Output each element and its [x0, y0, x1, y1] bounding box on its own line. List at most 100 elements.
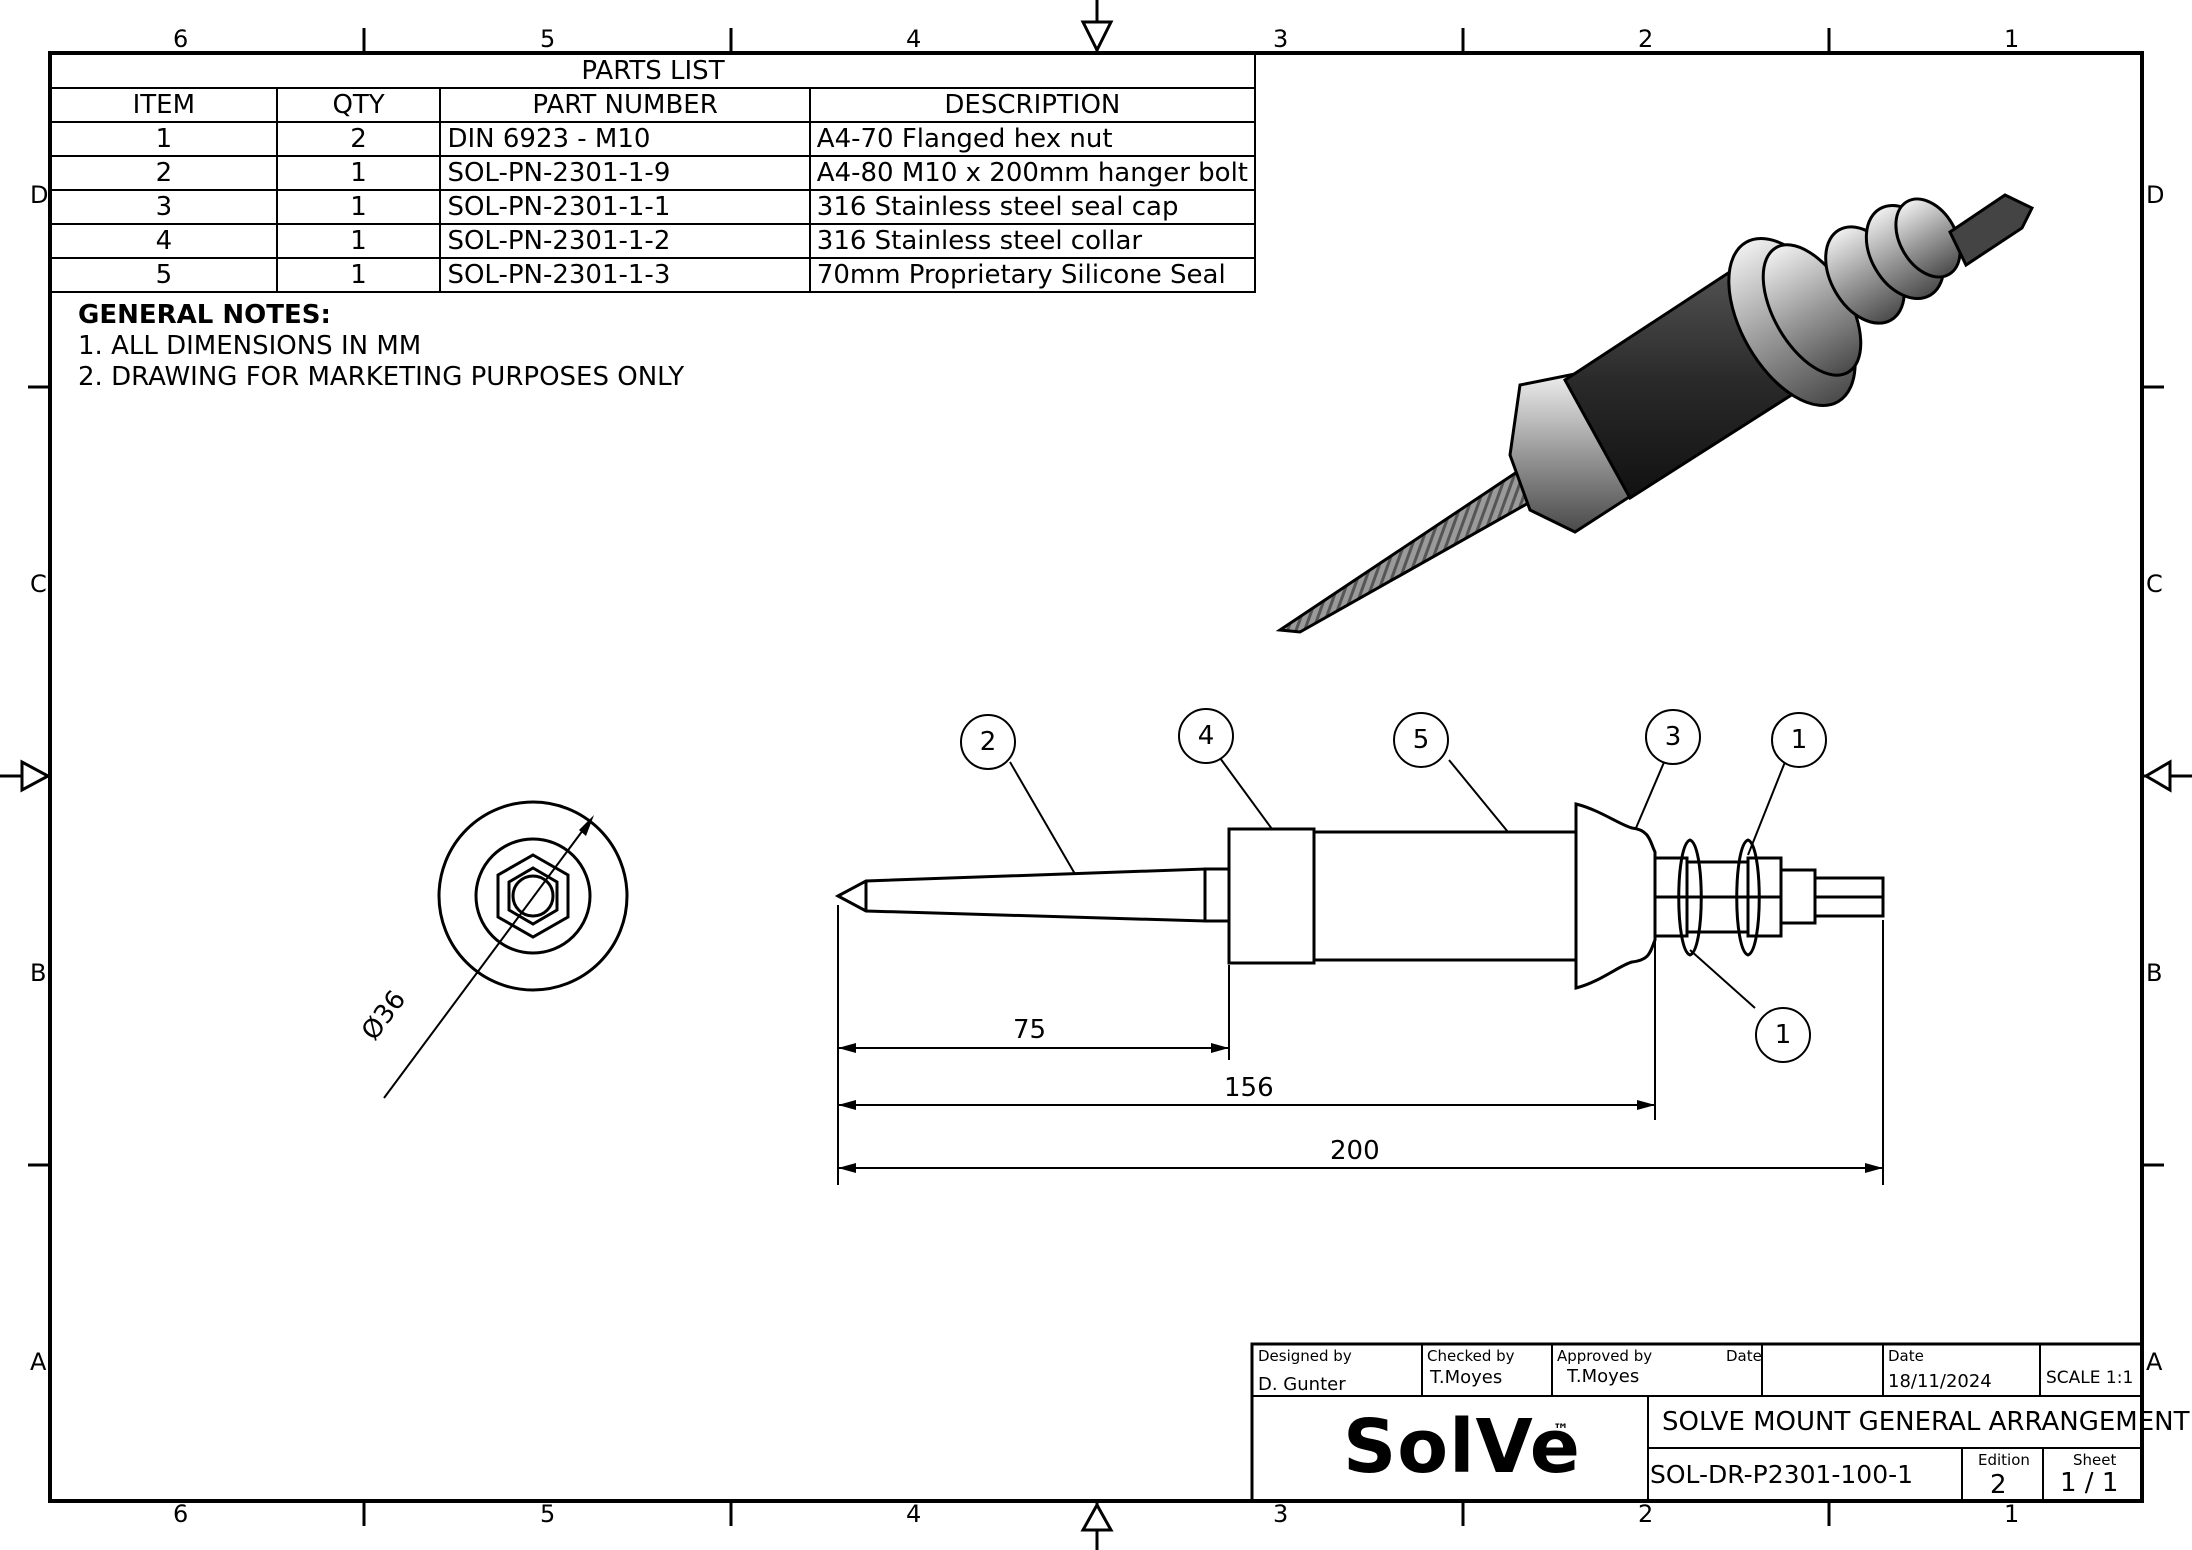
approved-by-label: Approved by — [1557, 1347, 1653, 1365]
zone-col-5-top: 5 — [540, 25, 556, 53]
table-row: 4 1 SOL-PN-2301-1-2 316 Stainless steel … — [50, 223, 1257, 259]
zone-row-c-right: C — [2146, 570, 2163, 598]
zone-row-b-right: B — [2146, 959, 2163, 987]
solve-logo: SolVe — [1343, 1404, 1581, 1490]
cell-qty: 2 — [275, 121, 442, 157]
cell-part-number: SOL-PN-2301-1-3 — [439, 257, 811, 293]
zone-col-2-top: 2 — [1638, 25, 1654, 53]
cell-qty: 1 — [275, 155, 442, 191]
header-qty: QTY — [275, 87, 442, 123]
sheet-value: 1 / 1 — [2060, 1468, 2119, 1498]
balloon-circle-1a — [1771, 712, 1827, 768]
cell-description: 316 Stainless steel collar — [808, 223, 1257, 259]
balloon-circle-1b — [1755, 1007, 1811, 1063]
dim-200: 200 — [1330, 1136, 1380, 1166]
cell-item: 4 — [50, 223, 278, 259]
zone-col-2-bottom: 2 — [1638, 1500, 1654, 1528]
parts-list-header-row: ITEM QTY PART NUMBER DESCRIPTION — [50, 87, 1257, 123]
zone-row-a-left: A — [30, 1348, 47, 1376]
balloon-label-4: 4 — [1197, 721, 1215, 751]
designed-by-label: Designed by — [1258, 1347, 1352, 1365]
zone-col-6-bottom: 6 — [173, 1500, 189, 1528]
zone-col-4-top: 4 — [906, 25, 922, 53]
isometric-render — [1275, 193, 2035, 634]
zone-col-3-bottom: 3 — [1273, 1500, 1289, 1528]
zone-row-a-right: A — [2146, 1348, 2163, 1376]
title-block-grid — [1250, 1342, 2144, 1503]
balloon-label-2: 2 — [979, 727, 997, 757]
cell-item: 1 — [50, 121, 278, 157]
zone-row-c-left: C — [30, 570, 47, 598]
general-notes: GENERAL NOTES: 1. ALL DIMENSIONS IN MM 2… — [78, 300, 684, 393]
zone-row-d-left: D — [30, 181, 49, 209]
date-label-1: Date — [1726, 1347, 1762, 1365]
cell-description: 316 Stainless steel seal cap — [808, 189, 1257, 225]
dimension-lines — [837, 905, 1884, 1185]
header-description: DESCRIPTION — [808, 87, 1257, 123]
cell-description: A4-80 M10 x 200mm hanger bolt — [808, 155, 1257, 191]
date-value: 18/11/2024 — [1888, 1371, 1992, 1392]
trademark-mark: ™ — [1553, 1420, 1569, 1439]
drawing-title: SOLVE MOUNT GENERAL ARRANGEMENT — [1662, 1407, 2190, 1437]
zone-col-4-bottom: 4 — [906, 1500, 922, 1528]
checked-by-label: Checked by — [1427, 1347, 1515, 1365]
zone-col-6-top: 6 — [173, 25, 189, 53]
table-row: 3 1 SOL-PN-2301-1-1 316 Stainless steel … — [50, 189, 1257, 225]
table-row: 2 1 SOL-PN-2301-1-9 A4-80 M10 x 200mm ha… — [50, 155, 1257, 191]
cell-item: 2 — [50, 155, 278, 191]
side-elevation — [834, 802, 1885, 990]
notes-heading: GENERAL NOTES: — [78, 300, 331, 330]
edition-value: 2 — [1990, 1470, 2007, 1500]
parts-list-table: PARTS LIST ITEM QTY PART NUMBER DESCRIPT… — [50, 53, 1257, 293]
zone-col-1-bottom: 1 — [2004, 1500, 2020, 1528]
zone-row-d-right: D — [2146, 181, 2165, 209]
header-part-number: PART NUMBER — [439, 87, 811, 123]
cell-part-number: SOL-PN-2301-1-1 — [439, 189, 811, 225]
end-view — [383, 800, 629, 1099]
balloons — [960, 708, 1827, 1063]
designed-by: D. Gunter — [1258, 1374, 1346, 1395]
table-row: 5 1 SOL-PN-2301-1-3 70mm Proprietary Sil… — [50, 257, 1257, 293]
zone-col-5-bottom: 5 — [540, 1500, 556, 1528]
header-item: ITEM — [50, 87, 278, 123]
iso-thread — [1275, 457, 1558, 634]
table-row: 1 2 DIN 6923 - M10 A4-70 Flanged hex nut — [50, 121, 1257, 157]
cell-qty: 1 — [275, 223, 442, 259]
balloon-label-1a: 1 — [1790, 725, 1808, 755]
cell-item: 5 — [50, 257, 278, 293]
balloon-label-1b: 1 — [1774, 1020, 1792, 1050]
note-item: 1. ALL DIMENSIONS IN MM — [78, 331, 422, 361]
approved-by: T.Moyes — [1567, 1366, 1640, 1387]
iso-hex-end — [1948, 193, 2035, 268]
checked-by: T.Moyes — [1430, 1367, 1503, 1388]
cell-part-number: SOL-PN-2301-1-2 — [439, 223, 811, 259]
balloon-circle-5 — [1393, 712, 1449, 768]
parts-list-title: PARTS LIST — [50, 53, 1256, 89]
cell-item: 3 — [50, 189, 278, 225]
edition-label: Edition — [1978, 1451, 2030, 1469]
dim-75: 75 — [1013, 1015, 1047, 1045]
date-label-2: Date — [1888, 1347, 1924, 1365]
zone-col-1-top: 1 — [2004, 25, 2020, 53]
cell-part-number: DIN 6923 - M10 — [439, 121, 811, 157]
balloon-circle-4 — [1178, 708, 1234, 764]
cell-qty: 1 — [275, 189, 442, 225]
cell-qty: 1 — [275, 257, 442, 293]
balloon-label-3: 3 — [1664, 722, 1682, 752]
zone-ticks — [28, 28, 2164, 1526]
cell-description: 70mm Proprietary Silicone Seal — [808, 257, 1257, 293]
note-item: 2. DRAWING FOR MARKETING PURPOSES ONLY — [78, 362, 685, 392]
zone-row-b-left: B — [30, 959, 47, 987]
drawing-number: SOL-DR-P2301-100-1 — [1650, 1460, 1914, 1489]
scale-value: SCALE 1:1 — [2046, 1368, 2134, 1388]
balloon-label-5: 5 — [1412, 725, 1430, 755]
balloon-circle-2 — [960, 714, 1016, 770]
dim-156: 156 — [1224, 1073, 1274, 1103]
sheet-label: Sheet — [2073, 1451, 2117, 1469]
cell-description: A4-70 Flanged hex nut — [808, 121, 1257, 157]
cell-part-number: SOL-PN-2301-1-9 — [439, 155, 811, 191]
zone-col-3-top: 3 — [1273, 25, 1289, 53]
